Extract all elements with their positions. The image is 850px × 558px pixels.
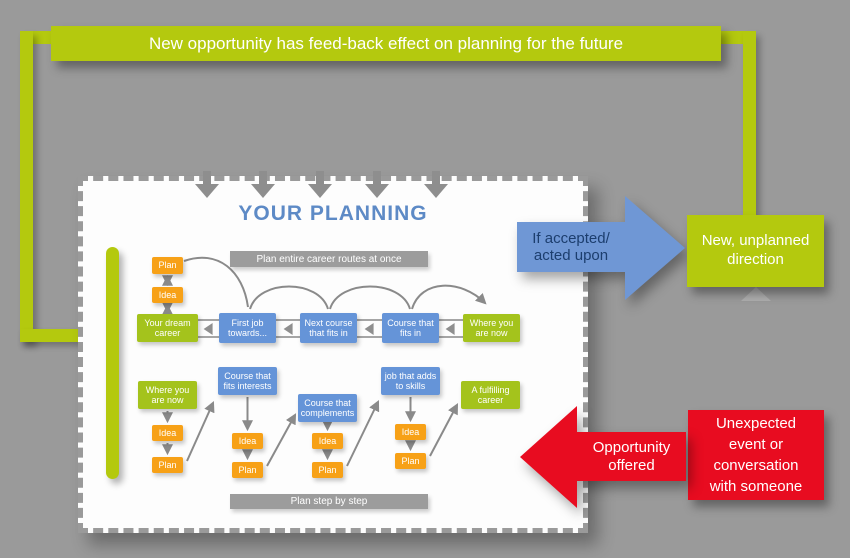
panel-title: YOUR PLANNING [238,202,428,225]
idea-box: Idea [395,424,426,440]
idea-box: Idea [152,425,183,441]
opportunity-arrow-label: Opportunity offered [592,439,671,474]
unexpected-event-label: Unexpected event or conversation with so… [709,415,803,495]
left-triangle-icon [445,322,455,335]
feedback-banner-label: New opportunity has feed-back effect on … [148,33,624,53]
idea-box: Idea [312,433,343,449]
new-direction-box: New, unplanned direction [687,215,824,287]
left-flow-connector [434,318,468,339]
plan-box: Plan [152,457,183,473]
down-arrow-icon [251,171,275,198]
step-box-course-complements: Course that complements [298,394,357,422]
accepted-arrow-label: If accepted/ acted upon [532,229,610,264]
left-flow-connector [353,318,387,339]
left-arrow-icon [520,406,577,508]
strategy-bottom-label: Plan step by step [290,496,368,507]
plan-box: Plan [232,462,263,478]
unexpected-event-box: Unexpected event or conversation with so… [688,410,824,500]
route-box-first-job: First job towards... [219,313,276,343]
route-box-course-fits: Course that fits in [382,313,439,343]
left-triangle-icon [364,322,374,335]
strategy-bottom-bar: Plan step by step [230,494,428,509]
left-flow-connector [193,318,224,339]
right-arrow-icon [625,196,685,300]
step-box-job-skills: job that adds to skills [381,367,440,395]
route-box-where-now: Where you are now [463,314,520,342]
route-box-next-course: Next course that fits in [300,313,357,343]
strategy-top-label: Plan entire career routes at once [256,253,402,265]
idea-box: Idea [152,287,183,303]
feedback-bar-into-planning [106,247,119,479]
down-arrow-icon [195,171,219,198]
accepted-arrow-body [517,222,625,272]
route-box-dream-career: Your dream career [137,314,198,342]
step-box-course-interests: Course that fits interests [218,367,277,395]
plan-box: Plan [312,462,343,478]
left-flow-connector [272,318,305,339]
feedback-banner: New opportunity has feed-back effect on … [51,26,721,61]
up-triangle-icon [741,287,771,301]
step-box-fulfilling-career: A fulfilling career [461,381,520,409]
step-box-where-now: Where you are now [138,381,197,409]
idea-box: Idea [232,433,263,449]
plan-box: Plan [395,453,426,469]
opportunity-arrow-body [577,432,686,481]
down-arrow-icon [365,171,389,198]
feedback-line-right [743,31,756,217]
down-arrow-icon [424,171,448,198]
left-triangle-icon [203,322,213,335]
new-direction-label: New, unplanned direction [701,232,810,268]
feedback-line-left [20,31,33,342]
strategy-top-bar: Plan entire career routes at once [230,251,428,267]
plan-box: Plan [152,257,183,274]
left-triangle-icon [283,322,293,335]
down-arrow-icon [308,171,332,198]
